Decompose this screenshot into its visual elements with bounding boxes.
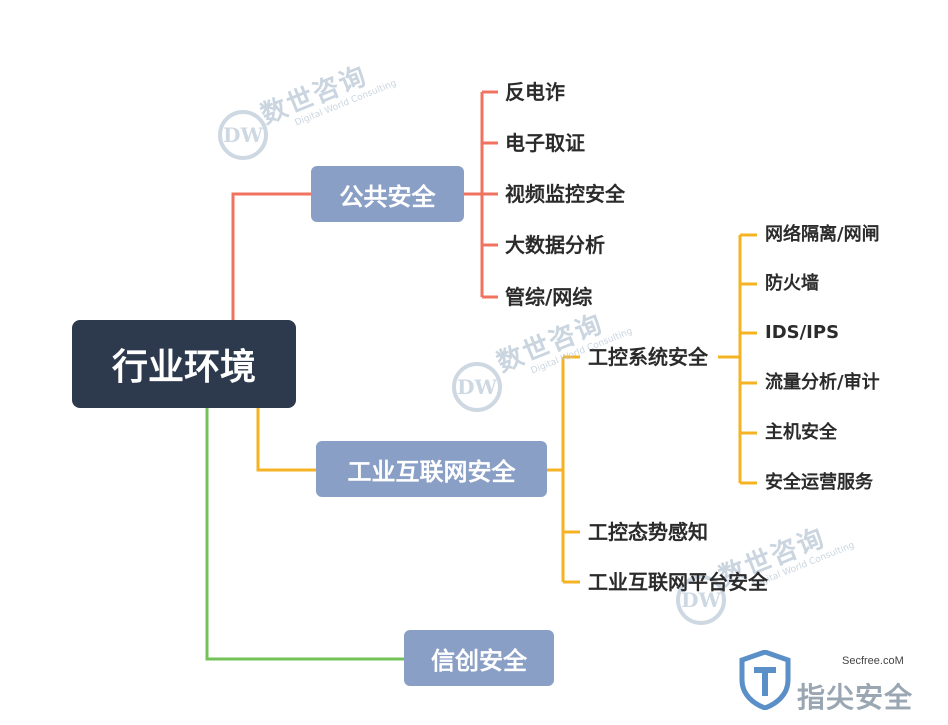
connector-root-public	[231, 192, 311, 320]
watermark-logo-icon: DW	[676, 575, 726, 625]
node-ics-security[interactable]: 工控系统安全	[588, 345, 708, 369]
leaf-ics-situational-awareness[interactable]: 工控态势感知	[588, 520, 708, 544]
branch-node-industrial-internet-security[interactable]: 工业互联网安全	[316, 441, 547, 497]
leaf-anti-fraud[interactable]: 反电诈	[505, 80, 565, 104]
connector-root-xinchuang	[205, 408, 404, 661]
leaf-video-surveillance-security[interactable]: 视频监控安全	[505, 182, 625, 206]
watermark-logo-icon: DW	[218, 110, 268, 160]
connector-ics-children	[718, 233, 757, 485]
leaf-host-security[interactable]: 主机安全	[765, 422, 837, 443]
brand-name: 指尖安全	[797, 681, 914, 714]
site-url: Secfree.coM	[842, 655, 904, 667]
leaf-network-isolation[interactable]: 网络隔离/网闸	[765, 224, 880, 245]
leaf-security-operations-service[interactable]: 安全运营服务	[765, 472, 873, 493]
leaf-firewall[interactable]: 防火墙	[765, 273, 819, 294]
watermark-logo-icon: DW	[452, 362, 502, 412]
leaf-ids-ips[interactable]: IDS/IPS	[765, 322, 840, 343]
branch-node-xinchuang-security[interactable]: 信创安全	[404, 630, 554, 686]
connector-industrial-children	[547, 355, 580, 584]
connector-root-industrial	[256, 408, 316, 472]
leaf-e-forensics[interactable]: 电子取证	[505, 131, 585, 155]
shield-icon	[739, 650, 791, 710]
root-node[interactable]: 行业环境	[72, 320, 296, 408]
leaf-guanzong-wangzong[interactable]: 管综/网综	[505, 285, 593, 309]
branch-node-public-security[interactable]: 公共安全	[311, 166, 464, 222]
leaf-iiot-platform-security[interactable]: 工业互联网平台安全	[588, 570, 768, 594]
leaf-big-data-analysis[interactable]: 大数据分析	[505, 233, 605, 257]
leaf-traffic-analysis-audit[interactable]: 流量分析/审计	[765, 372, 880, 393]
connector-public-children	[464, 90, 498, 299]
